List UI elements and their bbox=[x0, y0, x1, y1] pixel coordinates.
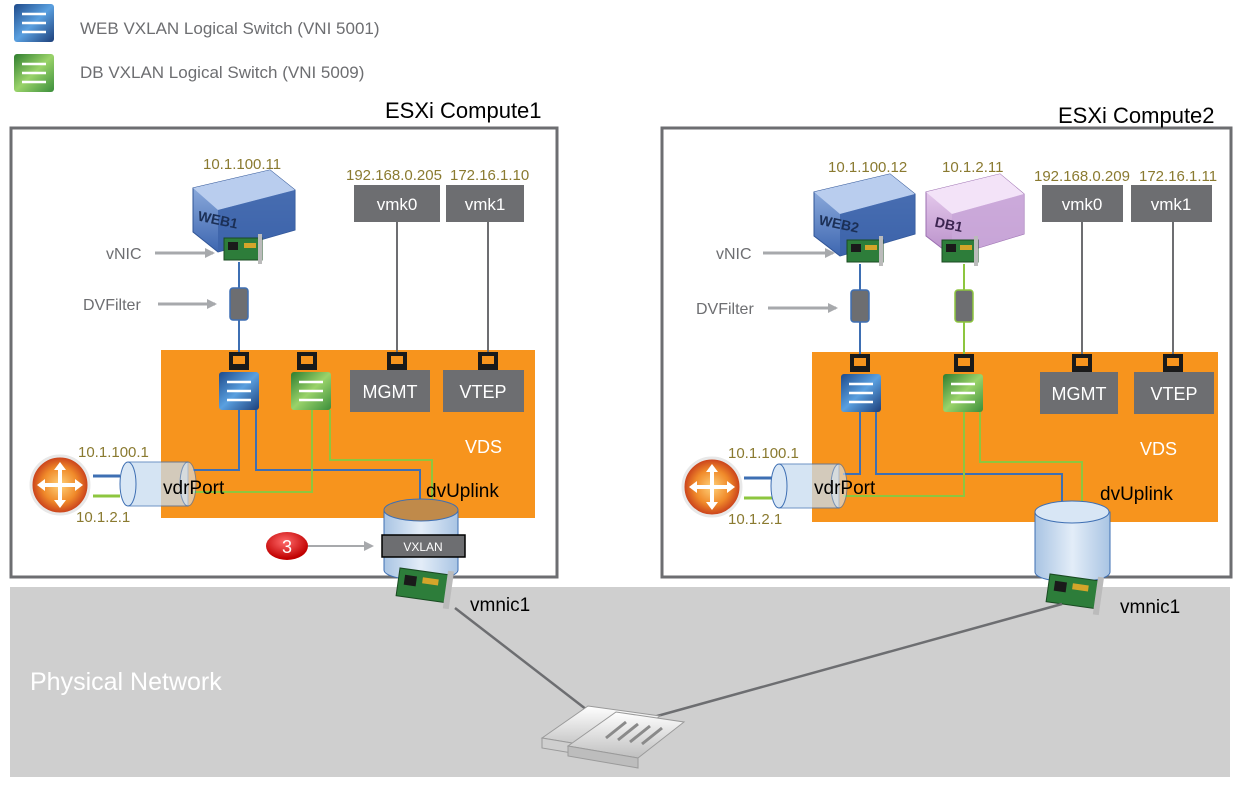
host1-web-to-vdr bbox=[193, 410, 240, 471]
host2-mgmt-label: MGMT bbox=[1052, 384, 1107, 404]
host2-db-to-uplink bbox=[979, 412, 1083, 504]
host1-vdr-ip-web: 10.1.100.1 bbox=[78, 444, 149, 461]
host2-vnic-label: vNIC bbox=[716, 246, 752, 263]
host2-web-dvfilter-block bbox=[850, 289, 870, 323]
host2-db1-vnic-icon bbox=[941, 236, 979, 266]
host2-mgmt-port bbox=[1040, 372, 1118, 414]
host1-vdrport-tube bbox=[119, 461, 197, 507]
host1-uplink-cable bbox=[454, 607, 601, 721]
host1-dvfilter-label: DVFilter bbox=[83, 297, 141, 314]
physical-switch-icon bbox=[540, 705, 686, 769]
host1-db-to-uplink bbox=[329, 410, 433, 500]
physical-network-label: Physical Network bbox=[30, 668, 222, 696]
web-switch-legend-icon bbox=[14, 4, 54, 42]
host2-db-to-vdr bbox=[843, 412, 965, 497]
host1-dvuplink-label: dvUplink bbox=[426, 481, 499, 502]
host2-uplink-cable bbox=[649, 602, 1063, 720]
host2-db1-label: DB1 bbox=[934, 214, 965, 236]
host1-vtep-port-icon bbox=[478, 352, 498, 370]
host1-vtep-label: VTEP bbox=[459, 382, 506, 402]
host2-dvuplink-label: dvUplink bbox=[1100, 484, 1173, 505]
host1-vdrport-label: vdrPort bbox=[163, 478, 225, 499]
host1-vnic-label: vNIC bbox=[106, 246, 142, 263]
host2-vtep-port bbox=[1134, 372, 1214, 414]
host2-db-switch-icon bbox=[943, 374, 983, 412]
host1-web-ip: 10.1.100.11 bbox=[203, 156, 281, 173]
host1-mgmt-port bbox=[350, 370, 430, 412]
host1-step-badge: 3 bbox=[266, 532, 308, 560]
host2-vdr-ip-web: 10.1.100.1 bbox=[728, 445, 799, 462]
host1-db-to-vdr bbox=[193, 410, 313, 493]
host1-logical-router-icon bbox=[29, 454, 91, 516]
host2-dvuplink-cylinder bbox=[1034, 500, 1111, 583]
host1-title: ESXi Compute1 bbox=[385, 98, 542, 123]
host1-web-switch-icon bbox=[219, 372, 259, 410]
host2-db-ip: 10.1.2.11 bbox=[942, 159, 1003, 176]
db-switch-legend-icon bbox=[14, 54, 54, 92]
host2-dvfilter-label: DVFilter bbox=[696, 301, 754, 318]
host2-vmk0-label: vmk0 bbox=[1062, 195, 1103, 214]
host1-vds-label: VDS bbox=[465, 437, 502, 457]
host1-vmnic1-icon bbox=[395, 567, 455, 610]
host1-mgmt-port-icon bbox=[387, 352, 407, 370]
host2-web-to-vdr bbox=[843, 412, 861, 475]
host2-vmk1-box bbox=[1131, 185, 1212, 222]
host1-web-port-icon bbox=[229, 352, 249, 370]
host1-vxlan-label: VXLAN bbox=[403, 540, 442, 554]
host2-title: ESXi Compute2 bbox=[1058, 103, 1215, 128]
host2-vdr-ip-db: 10.1.2.1 bbox=[728, 511, 782, 528]
host1-step-number: 3 bbox=[282, 537, 292, 557]
host1-vdr-ip-db: 10.1.2.1 bbox=[76, 509, 130, 526]
host1-vxlan-box bbox=[381, 534, 466, 558]
host1-vmnic1-label: vmnic1 bbox=[470, 595, 530, 616]
host1-mgmt-label: MGMT bbox=[363, 382, 418, 402]
host2-web-ip: 10.1.100.12 bbox=[828, 159, 907, 176]
host1-db-port-icon bbox=[297, 352, 317, 370]
host2-vmnic1-icon bbox=[1045, 573, 1105, 616]
host2-vdrport-tube bbox=[770, 463, 848, 509]
host1-web1-vm[interactable]: WEB1 bbox=[192, 169, 296, 253]
host2-mgmt-port-icon bbox=[1072, 354, 1092, 372]
legend-web-switch-label: WEB VXLAN Logical Switch (VNI 5001) bbox=[80, 19, 380, 38]
host2-logical-router-icon bbox=[681, 456, 743, 518]
host1-web-to-uplink bbox=[255, 410, 421, 500]
host2-db-port-icon bbox=[954, 354, 974, 372]
host2-db-dvfilter-block bbox=[954, 289, 974, 323]
host2-vtep-label: VTEP bbox=[1150, 384, 1197, 404]
host2-vdrport-label: vdrPort bbox=[814, 478, 876, 499]
host2-vmnic1-label: vmnic1 bbox=[1120, 597, 1180, 618]
host2-vmk0-box bbox=[1042, 185, 1123, 222]
host2-web-port-icon bbox=[850, 354, 870, 372]
host2-vtep-port-icon bbox=[1163, 354, 1183, 372]
host1-vmk0-box bbox=[354, 185, 440, 222]
host2-vmk1-label: vmk1 bbox=[1151, 195, 1192, 214]
host1-vmk0-ip: 192.168.0.205 bbox=[346, 167, 442, 184]
legend: WEB VXLAN Logical Switch (VNI 5001) DB V… bbox=[14, 4, 380, 92]
host1-vmk1-label: vmk1 bbox=[465, 195, 506, 214]
host2-vmk1-ip: 172.16.1.11 bbox=[1139, 168, 1217, 185]
host2-web2-vnic-icon bbox=[846, 236, 884, 266]
host1-vmk0-label: vmk0 bbox=[377, 195, 418, 214]
host1-db-switch-icon bbox=[291, 372, 331, 410]
host1-dvfilter-block bbox=[229, 287, 249, 321]
host1-web1-vnic-icon bbox=[223, 234, 263, 264]
legend-db-switch-label: DB VXLAN Logical Switch (VNI 5009) bbox=[80, 63, 364, 82]
host2-vmk0-ip: 192.168.0.209 bbox=[1034, 168, 1130, 185]
host2-web-switch-icon bbox=[841, 374, 881, 412]
host1-vmk1-box bbox=[446, 185, 524, 222]
host1-vtep-port bbox=[443, 370, 524, 412]
host2-web-to-uplink bbox=[875, 412, 1063, 504]
host2-vds-label: VDS bbox=[1140, 439, 1177, 459]
host2-web2-vm[interactable]: WEB2 bbox=[813, 173, 916, 257]
host1-vmk1-ip: 172.16.1.10 bbox=[450, 167, 529, 184]
